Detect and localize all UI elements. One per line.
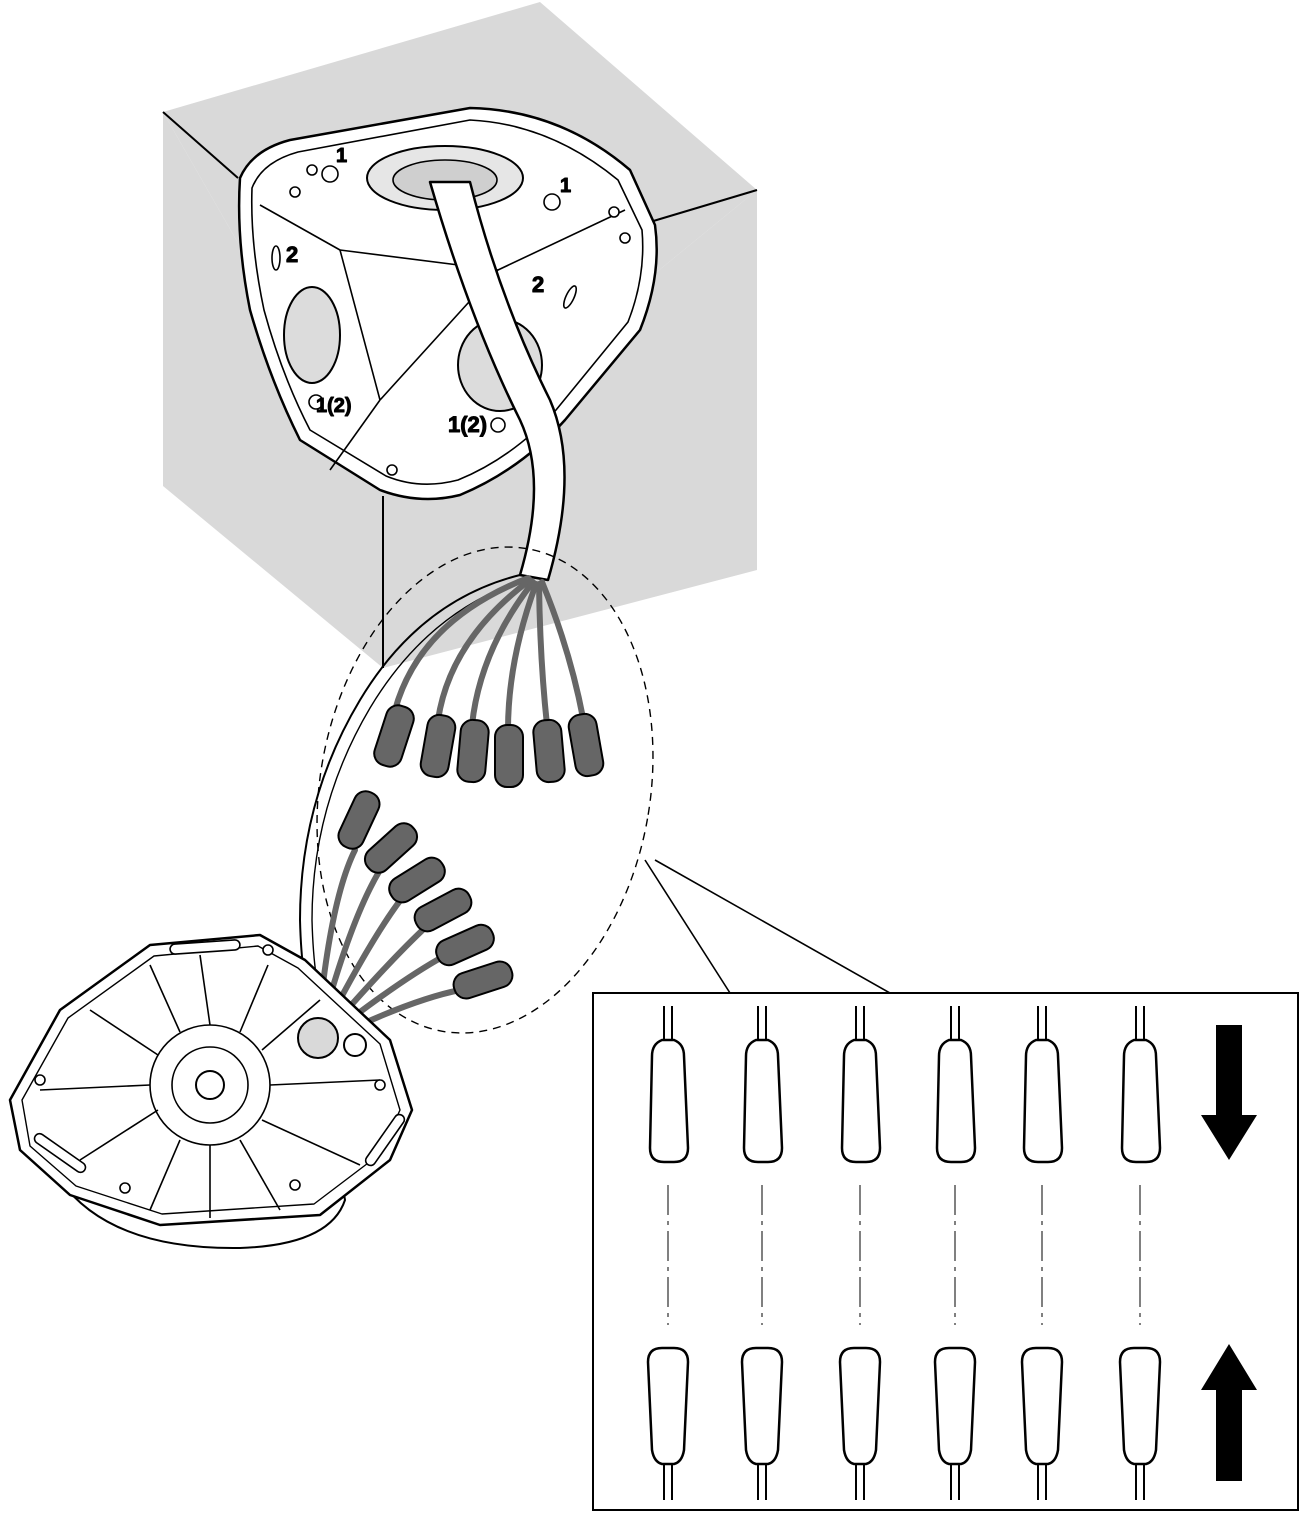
lower-connector-2 — [363, 822, 419, 874]
detail-bottom-connector-1 — [646, 1346, 690, 1466]
upper-wire-bundle — [373, 575, 605, 788]
wall-left-face — [163, 112, 383, 668]
detail-top-connector-3 — [840, 1038, 882, 1164]
rib-4 — [339, 249, 381, 401]
camera-base-plate-inner — [21, 945, 401, 1215]
upper-connector-1 — [373, 704, 415, 768]
detail-top-wire-3 — [855, 1006, 865, 1040]
label-slot-left: 2 — [286, 242, 298, 267]
detail-top-wire-1 — [663, 1006, 673, 1040]
ground-screw — [343, 1033, 367, 1057]
detail-bottom-wire-1 — [663, 1464, 673, 1500]
lower-connector-3 — [388, 856, 446, 904]
detail-bottom-wire-4 — [950, 1464, 960, 1500]
detail-bottom-wire-5 — [1037, 1464, 1047, 1500]
base-screw-hole-3 — [374, 1079, 386, 1091]
detail-top-connector-4 — [935, 1038, 977, 1164]
base-screw-hole-1 — [34, 1074, 46, 1086]
screw-hole-5 — [608, 206, 620, 218]
lower-connector-4 — [413, 887, 473, 933]
detail-bottom-wire-2 — [757, 1464, 767, 1500]
slot-left — [271, 245, 281, 271]
detail-bottom-connector-5 — [1020, 1346, 1064, 1466]
detail-top-wire-6 — [1135, 1006, 1145, 1040]
detail-bottom-wire-3 — [855, 1464, 865, 1500]
wall-edge-left — [162, 111, 239, 179]
camera-base-hub-mid — [171, 1046, 249, 1124]
screw-hole-3 — [289, 186, 301, 198]
detail-top-connector-6 — [1120, 1038, 1162, 1164]
camera-base-hub-inner — [195, 1070, 225, 1100]
label-hole-top-left: 1 — [336, 145, 347, 167]
detail-top-wire-2 — [757, 1006, 767, 1040]
upper-connector-3 — [456, 718, 490, 784]
knockout-left — [283, 286, 341, 384]
callout-leader-2 — [654, 859, 891, 994]
cable-entry-grommet — [297, 1017, 339, 1059]
main-cable — [428, 180, 566, 582]
label-knockout-left: 1(2) — [316, 395, 352, 417]
slot-right — [562, 285, 578, 309]
upper-wire-5 — [536, 581, 550, 728]
base-screw-hole-4 — [119, 1182, 131, 1194]
label-knockout-right: 1(2) — [448, 412, 487, 437]
wall-edge-right — [649, 189, 758, 223]
screw-hole-9 — [308, 394, 324, 410]
upper-connector-6 — [567, 712, 605, 778]
detail-connectors — [646, 1006, 1162, 1500]
upper-wire-1 — [392, 575, 531, 713]
upper-connector-2 — [419, 713, 457, 779]
upper-wire-3 — [469, 579, 536, 728]
screw-hole-8 — [386, 464, 398, 476]
arrow-down-icon — [1201, 1025, 1257, 1160]
detail-bottom-connector-4 — [933, 1346, 977, 1466]
wall-right-face — [383, 190, 757, 668]
screw-hole-1 — [306, 164, 318, 176]
screw-hole-6 — [619, 232, 631, 244]
base-slot-left — [33, 1132, 87, 1174]
base-slot-right — [364, 1113, 406, 1167]
detail-bottom-connector-2 — [740, 1346, 784, 1466]
detail-bottom-connector-6 — [1118, 1346, 1162, 1466]
base-screw-hole-2 — [262, 944, 274, 956]
rib-3 — [497, 209, 626, 271]
upper-connector-4 — [494, 724, 524, 788]
detail-top-connector-5 — [1022, 1038, 1064, 1164]
screw-hole-2 — [321, 165, 339, 183]
base-slot-top — [169, 939, 241, 955]
callout-leader — [644, 859, 731, 994]
zoom-region-ellipse — [316, 546, 654, 1034]
upper-wire-4 — [505, 581, 539, 733]
base-screw-hole-5 — [289, 1179, 301, 1191]
camera-base-spokes — [39, 954, 381, 1218]
screw-hole-7 — [490, 417, 506, 433]
lower-connector-5 — [435, 923, 495, 967]
screw-hole-4 — [543, 193, 561, 211]
upper-connector-5 — [532, 718, 566, 784]
detail-top-connector-1 — [648, 1038, 690, 1164]
upper-wire-6 — [539, 579, 586, 721]
detail-top-wire-5 — [1037, 1006, 1047, 1040]
rib-5 — [329, 399, 381, 471]
detail-bottom-connector-3 — [838, 1346, 882, 1466]
detail-box — [592, 992, 1299, 1511]
detail-top-wire-4 — [950, 1006, 960, 1040]
arrow-up-icon — [1201, 1344, 1257, 1481]
lower-connector-1 — [337, 790, 381, 850]
camera-base — [8, 933, 414, 1250]
upper-wire-2 — [435, 577, 533, 723]
lower-connector-6 — [452, 960, 514, 1000]
detail-top-connector-2 — [742, 1038, 784, 1164]
rib-1 — [259, 204, 341, 251]
label-slot-right: 2 — [532, 272, 544, 297]
detail-bottom-wire-6 — [1135, 1464, 1145, 1500]
label-hole-top-right: 1 — [560, 175, 571, 197]
junction-box-inner-rim — [250, 119, 644, 485]
